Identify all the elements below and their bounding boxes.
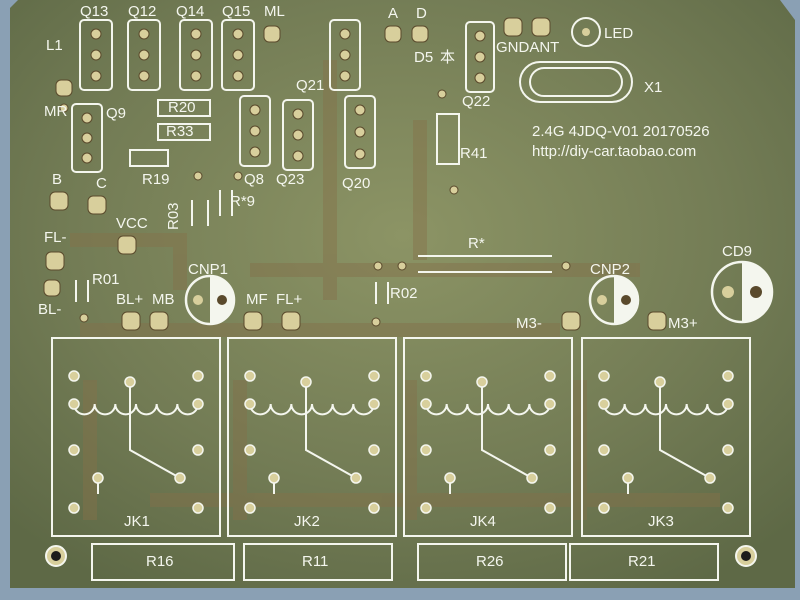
label-q21: Q21 — [296, 77, 325, 94]
label-q8: Q8 — [244, 171, 265, 188]
board-url: http://diy-car.taobao.com — [532, 143, 697, 160]
label-mb: MB — [152, 291, 175, 308]
label-led: LED — [604, 25, 634, 42]
label-bl-plus: BL+ — [116, 291, 144, 308]
label-r21: R21 — [628, 553, 656, 570]
cd9-capacitor — [710, 260, 774, 324]
relay-jk2 — [227, 337, 397, 537]
label-x1: X1 — [644, 79, 663, 96]
label-r41: R41 — [460, 145, 488, 162]
label-r19: R19 — [142, 171, 170, 188]
label-ben: 本 — [440, 49, 456, 66]
label-q15: Q15 — [222, 3, 251, 20]
label-q13: Q13 — [80, 3, 109, 20]
cnp1-capacitor — [184, 274, 236, 326]
label-a: A — [388, 5, 399, 22]
label-jk3: JK3 — [648, 513, 674, 530]
label-l1: L1 — [46, 37, 63, 54]
led-outline — [571, 17, 601, 47]
label-q12: Q12 — [128, 3, 157, 20]
label-q22: Q22 — [462, 93, 491, 110]
label-jk1: JK1 — [124, 513, 150, 530]
label-c: C — [96, 175, 107, 192]
label-d5: D5 — [414, 49, 434, 66]
relay-jk1 — [51, 337, 221, 537]
label-r20: R20 — [168, 99, 196, 116]
label-r11: R11 — [302, 553, 329, 570]
board-title: 2.4G 4JDQ-V01 20170526 — [532, 123, 710, 140]
mount-holes — [45, 545, 757, 567]
label-mr: MR — [44, 103, 68, 120]
label-cd9: CD9 — [722, 243, 753, 260]
relay-blocks — [51, 337, 751, 537]
label-m3-plus: M3+ — [668, 315, 698, 332]
label-jk4: JK4 — [470, 513, 496, 530]
label-r16: R16 — [146, 553, 174, 570]
label-r-star: R* — [468, 235, 485, 252]
label-r02: R02 — [390, 285, 418, 302]
cnp2-capacitor — [588, 274, 640, 326]
label-bl-minus: BL- — [38, 301, 62, 318]
label-r03: R03 — [165, 202, 182, 230]
label-gndant: GNDANT — [496, 39, 560, 56]
pcb-substrate — [10, 0, 795, 588]
label-b: B — [52, 171, 63, 188]
label-mf: MF — [246, 291, 268, 308]
label-fl-minus: FL- — [44, 229, 67, 246]
pads — [43, 17, 667, 331]
label-jk2: JK2 — [294, 513, 320, 530]
label-cnp1: CNP1 — [188, 261, 229, 278]
label-q9: Q9 — [106, 105, 127, 122]
label-r33: R33 — [166, 123, 194, 140]
copper-traces — [70, 60, 720, 520]
relay-jk3 — [581, 337, 751, 537]
label-q23: Q23 — [276, 171, 305, 188]
label-r26: R26 — [476, 553, 504, 570]
label-ml: ML — [264, 3, 285, 20]
transistor-outlines — [71, 19, 633, 304]
label-q20: Q20 — [342, 175, 371, 192]
label-m3-minus: M3- — [516, 315, 542, 332]
label-r01: R01 — [92, 271, 120, 288]
label-cnp2: CNP2 — [590, 261, 631, 278]
relay-jk4 — [403, 337, 573, 537]
label-r9: R*9 — [230, 193, 256, 210]
label-vcc: VCC — [116, 215, 148, 232]
bottom-resistors — [91, 543, 719, 581]
label-q14: Q14 — [176, 3, 205, 20]
label-fl-plus: FL+ — [276, 291, 303, 308]
label-d: D — [416, 5, 427, 22]
